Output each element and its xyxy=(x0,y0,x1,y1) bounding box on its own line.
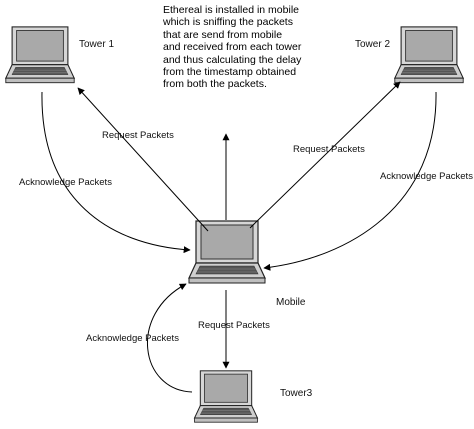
annotation-line: and thus calculating the delay xyxy=(163,53,302,66)
request-label-tower1: Request Packets xyxy=(102,130,174,141)
annotation-line: and received from each tower xyxy=(163,41,302,54)
mobile-laptop-icon xyxy=(188,220,266,284)
ack-arrow-tower1 xyxy=(41,91,191,254)
ack-arrow-tower3 xyxy=(147,283,193,393)
tower1-laptop-icon xyxy=(5,26,75,84)
tower3-label: Tower3 xyxy=(280,388,313,399)
tower2-label: Tower 2 xyxy=(355,39,390,50)
annotation-line: from both the packets. xyxy=(163,78,267,91)
ack-label-tower1: Acknowledge Packets xyxy=(19,177,112,188)
annotation-line: Ethereal is installed in mobile xyxy=(163,4,299,16)
request-label-tower3: Request Packets xyxy=(198,320,270,331)
ack-label-tower3: Acknowledge Packets xyxy=(86,333,179,344)
request-arrow-tower1 xyxy=(77,87,209,232)
tower2-laptop-icon xyxy=(394,26,464,84)
tower3-laptop-icon xyxy=(193,370,259,423)
tower1-label: Tower 1 xyxy=(79,39,114,50)
mobile-label: Mobile xyxy=(276,297,306,308)
annotation-text: Ethereal is installed in mobile which is… xyxy=(163,4,311,91)
annotation-line: from the timestamp obtained xyxy=(163,66,297,79)
request-label-tower2: Request Packets xyxy=(293,144,365,155)
request-arrow-tower2 xyxy=(249,81,401,229)
annotation-line: that are send from mobile xyxy=(163,28,283,41)
ack-arrow-tower2 xyxy=(263,91,437,271)
ack-label-tower2: Acknowledge Packets xyxy=(380,171,473,182)
annotation-line: which is sniffing the packets xyxy=(163,16,293,29)
